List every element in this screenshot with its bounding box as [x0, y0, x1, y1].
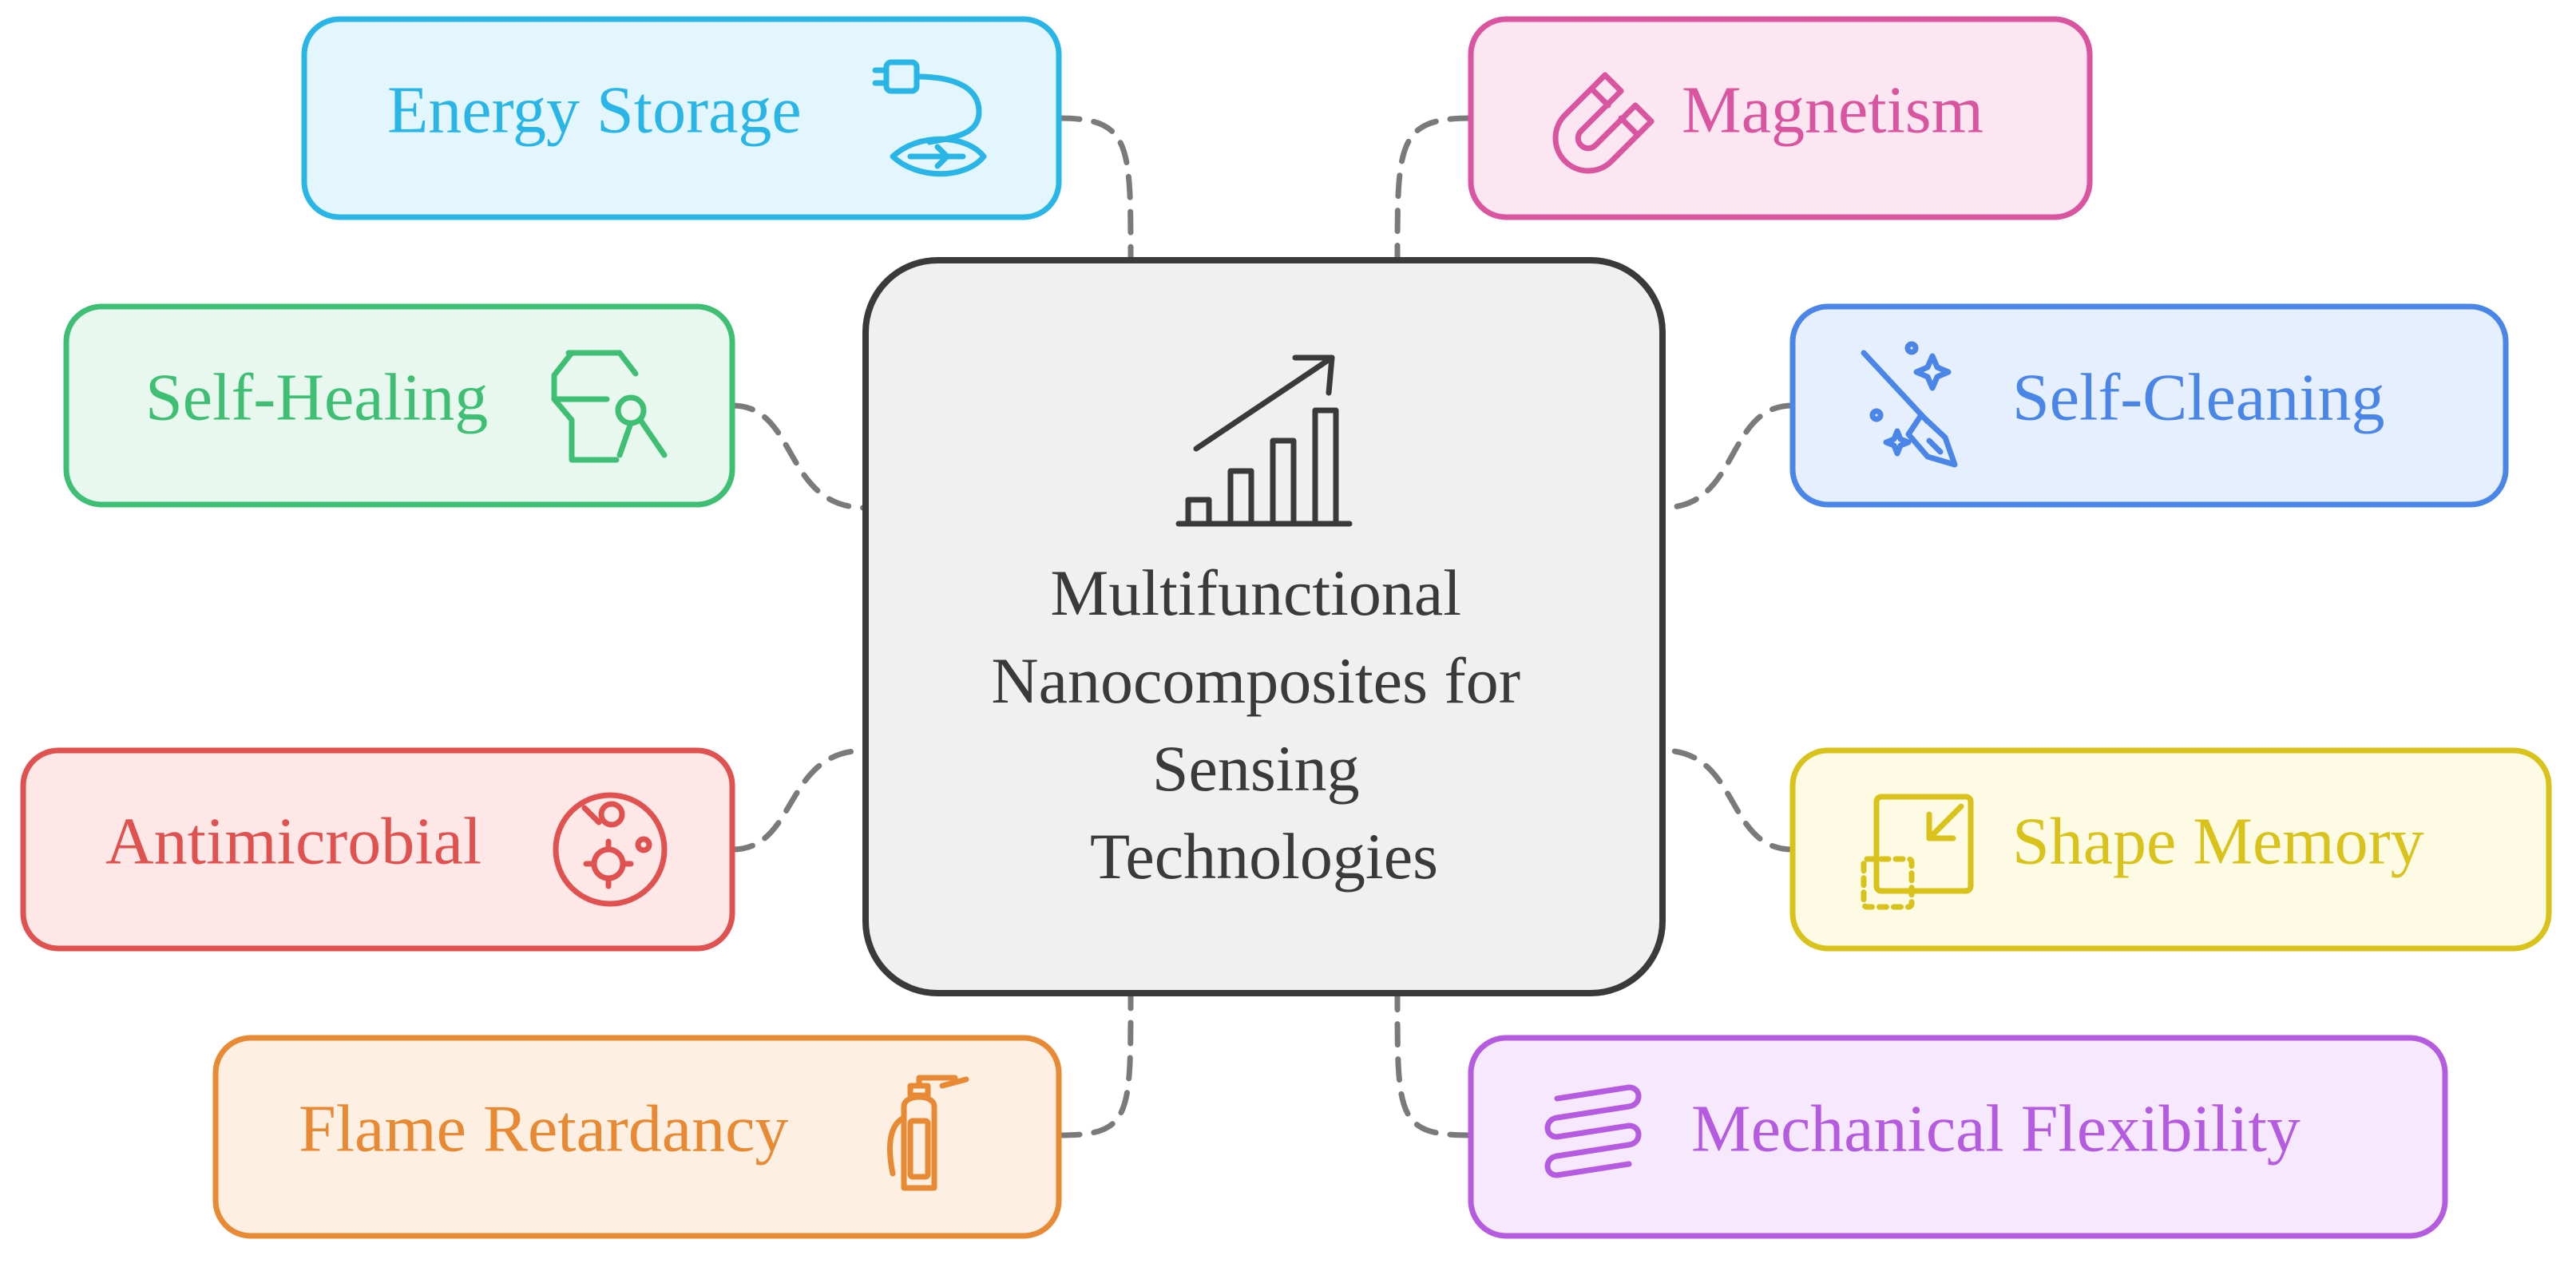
magnet-icon — [1552, 72, 1655, 174]
mending-vase-icon — [551, 350, 668, 463]
node-box — [212, 1035, 1062, 1239]
connector-shape-memory — [1659, 747, 1796, 853]
plug-leaf-icon — [872, 59, 987, 177]
node-shape-memory[interactable]: Shape Memory — [1789, 747, 2552, 952]
sparkle-broom-icon — [1861, 341, 1958, 468]
connector-magnetism — [1394, 115, 1474, 263]
node-box — [1789, 303, 2509, 508]
node-energy-storage[interactable]: Energy Storage — [301, 16, 1062, 220]
connectors — [729, 115, 1796, 1138]
node-label: Energy Storage — [387, 73, 802, 147]
node-mechanical-flexibility[interactable]: Mechanical Flexibility — [1468, 1035, 2448, 1239]
center-title: Multifunctional Nanocomposites for Sensi… — [991, 556, 1536, 893]
connector-flame-retardancy — [1056, 993, 1134, 1138]
connector-self-cleaning — [1659, 402, 1796, 511]
growth-chart-icon — [1175, 354, 1353, 527]
connector-mechanical-flexibility — [1394, 993, 1474, 1138]
node-flame-retardancy[interactable]: Flame Retardancy — [212, 1035, 1062, 1239]
spring-coil-icon — [1544, 1084, 1642, 1178]
node-label: Self-Healing — [145, 360, 488, 434]
node-label: Mechanical Flexibility — [1691, 1091, 2301, 1166]
connector-self-healing — [729, 402, 869, 511]
node-label: Flame Retardancy — [299, 1091, 788, 1166]
node-box — [301, 16, 1062, 220]
petri-dish-icon — [553, 792, 668, 907]
node-magnetism[interactable]: Magnetism — [1468, 16, 2093, 220]
shrink-arrow-icon — [1861, 794, 1974, 910]
node-self-healing[interactable]: Self-Healing — [63, 303, 735, 508]
connector-energy-storage — [1056, 115, 1134, 263]
node-box — [1468, 16, 2093, 220]
node-antimicrobial[interactable]: Antimicrobial — [20, 747, 735, 952]
node-box — [1468, 1035, 2448, 1239]
center-title-line-4: Technologies — [1090, 820, 1438, 893]
node-box — [20, 747, 735, 952]
center-title-line-2: Nanocomposites for — [991, 644, 1520, 717]
node-label: Self-Cleaning — [2012, 360, 2385, 434]
node-label: Shape Memory — [2012, 804, 2424, 878]
fire-extinguisher-icon — [887, 1075, 969, 1191]
node-self-cleaning[interactable]: Self-Cleaning — [1789, 303, 2509, 508]
center-title-line-1: Multifunctional — [1050, 556, 1461, 629]
node-box — [1789, 747, 2552, 952]
connector-antimicrobial — [729, 747, 869, 853]
node-label: Magnetism — [1682, 73, 1984, 147]
center-box — [862, 257, 1666, 996]
node-label: Antimicrobial — [105, 804, 482, 878]
center-title-line-3: Sensing — [1152, 732, 1360, 805]
center-node: Multifunctional Nanocomposites for Sensi… — [862, 257, 1666, 996]
